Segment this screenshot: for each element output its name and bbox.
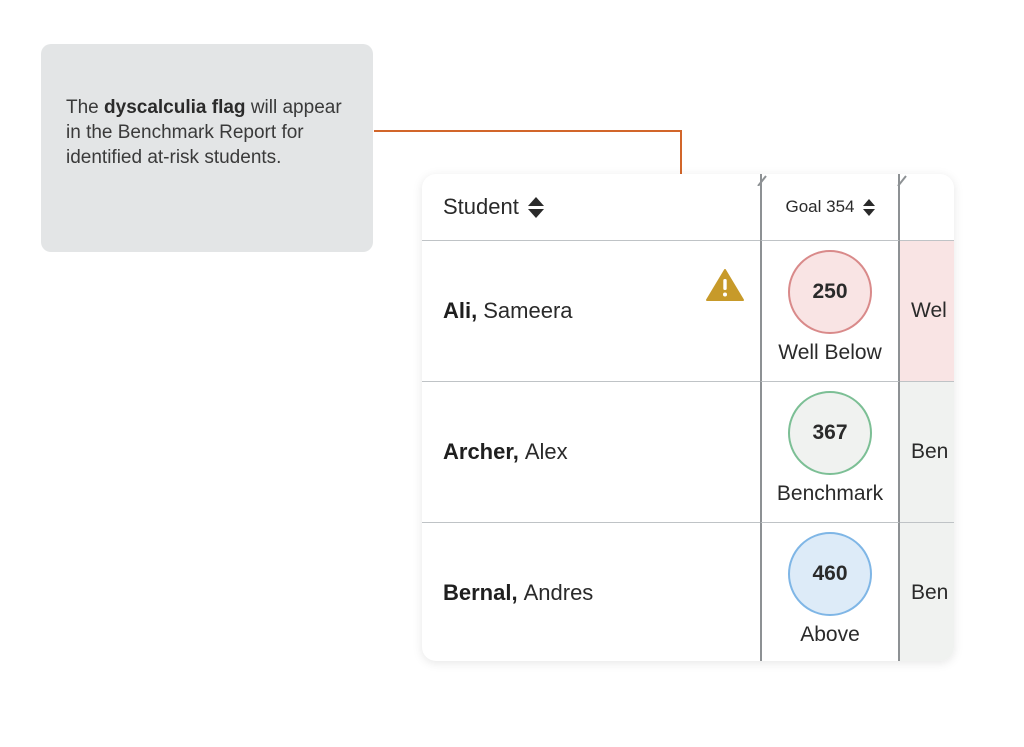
- student-last-name: Archer,: [443, 439, 519, 464]
- sort-arrows-icon[interactable]: [527, 196, 544, 218]
- score-bubble-benchmark: 367: [788, 391, 872, 475]
- student-last-name: Bernal,: [443, 580, 518, 605]
- student-last-name: Ali,: [443, 298, 478, 323]
- table-row-student-name[interactable]: Bernal, Andres: [422, 523, 760, 661]
- benchmark-report-table: Student Goal 354 Ali, Sameera 250 Well B…: [422, 174, 954, 661]
- callout-text-start: The: [66, 97, 105, 118]
- student-header-label: Student: [443, 194, 519, 219]
- score-level-label: Above: [800, 623, 860, 646]
- score-bubble-above: 460: [788, 532, 872, 616]
- score-level-label: Benchmark: [776, 482, 884, 505]
- next-column-label: Ben: [911, 581, 949, 604]
- callout-box: The dyscalculia flag will appear in the …: [41, 44, 373, 252]
- student-first-name: Sameera: [483, 298, 573, 323]
- table-row-next-cell: Wel: [900, 241, 954, 382]
- column-header-next: [900, 174, 954, 241]
- table-row-next-cell: Ben: [900, 382, 954, 523]
- score-bubble-well-below: 250: [788, 250, 872, 334]
- column-header-student[interactable]: Student: [422, 174, 760, 241]
- column-header-goal[interactable]: Goal 354: [760, 174, 900, 241]
- next-column-label: Wel: [911, 299, 947, 322]
- table-row-student-name[interactable]: Archer, Alex: [422, 382, 760, 523]
- table-row-next-cell: Ben: [900, 523, 954, 661]
- student-first-name: Alex: [524, 439, 568, 464]
- student-first-name: Andres: [523, 580, 594, 605]
- goal-header-label: Goal 354: [785, 197, 855, 216]
- sort-arrows-icon[interactable]: [862, 198, 875, 216]
- warning-triangle-icon[interactable]: [705, 268, 745, 302]
- table-row-student-name[interactable]: Ali, Sameera: [422, 241, 760, 382]
- callout-highlight: dyscalculia flag: [104, 97, 246, 118]
- table-row-score-cell: 367 Benchmark: [760, 382, 900, 523]
- table-row-score-cell: 250 Well Below: [760, 241, 900, 382]
- score-level-label: Well Below: [778, 341, 882, 364]
- callout-text-end: will appear in the Benchmark Report for …: [66, 97, 342, 168]
- table-row-score-cell: 460 Above: [760, 523, 900, 661]
- next-column-label: Ben: [911, 440, 949, 463]
